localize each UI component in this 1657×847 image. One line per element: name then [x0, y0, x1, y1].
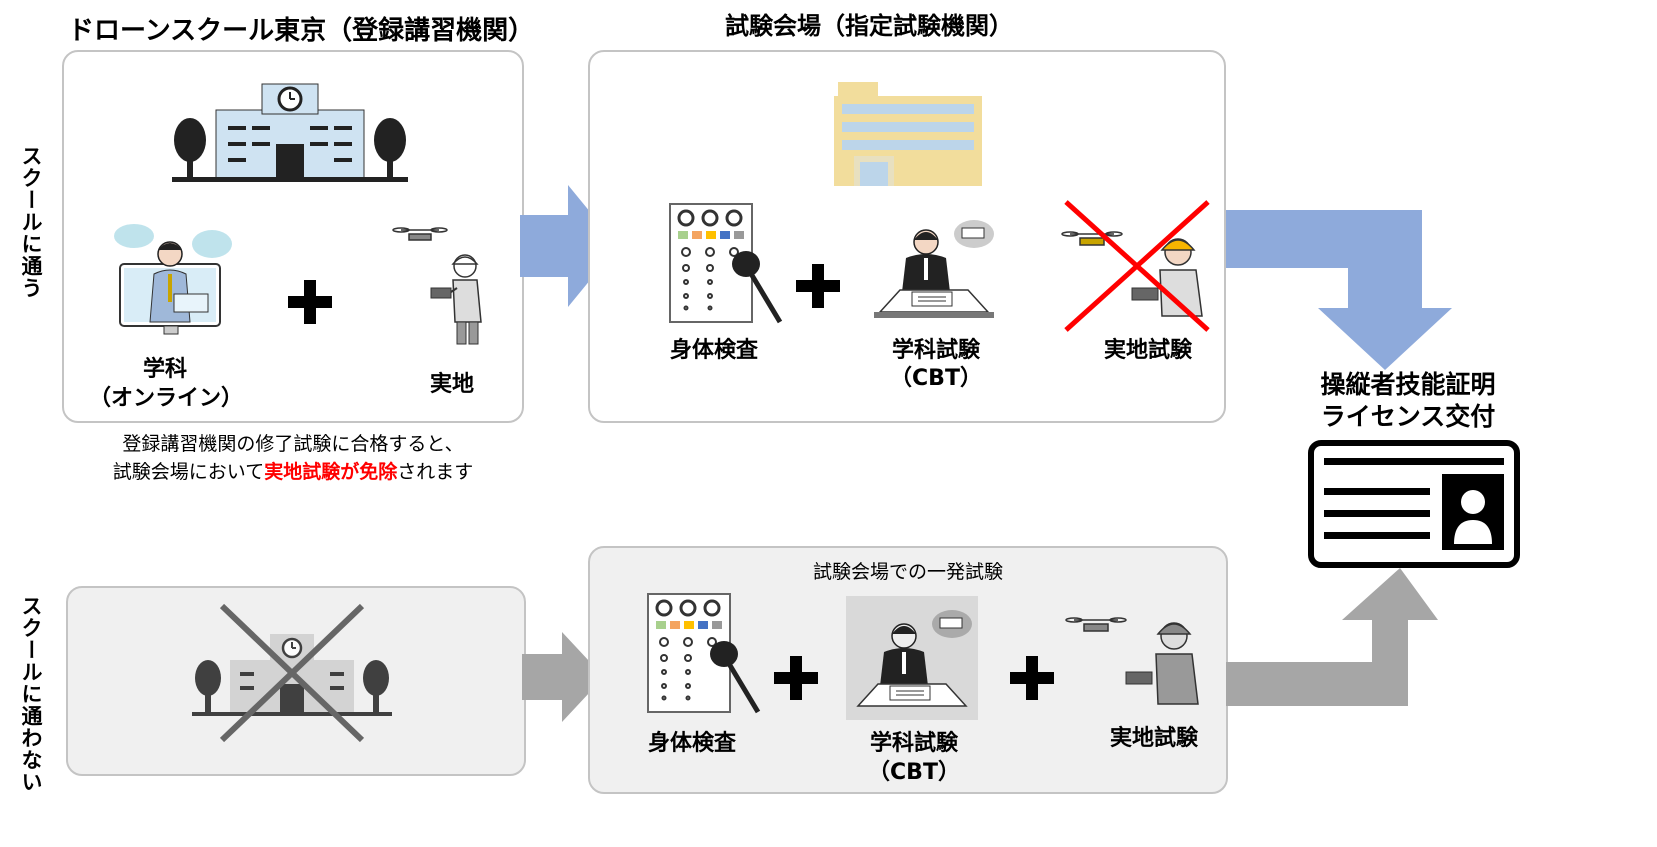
row-label-attend: スクールに通う — [19, 145, 43, 299]
license-card-icon — [1308, 440, 1520, 568]
plus-icon — [1010, 656, 1054, 700]
cbt-exam-icon — [846, 596, 978, 720]
school-online-label: （オンライン） — [88, 386, 243, 411]
school-title: ドローンスクール東京（登録講習機関） — [68, 16, 535, 46]
venue-cbt-label: （CBT） — [890, 366, 982, 391]
venue-shintai-label: 身体検査 — [669, 338, 758, 363]
school-gakka-label: 学科 — [142, 357, 187, 382]
drone-pilot-icon — [392, 227, 482, 345]
drone-pilot-crossed-icon — [1061, 200, 1210, 332]
tree-icon — [174, 118, 206, 178]
tree-icon — [195, 660, 221, 712]
cross-mark-icon — [1064, 200, 1210, 332]
row-label-not-attend: スクールに通わない — [19, 595, 43, 793]
oneshot-cbt-label: （CBT） — [868, 760, 960, 785]
arrow-venue-to-license — [1226, 210, 1452, 370]
oneshot-shintai-label: 身体検査 — [647, 731, 736, 756]
school-building-crossed-icon — [192, 603, 392, 743]
arrow-no-school-to-exam — [522, 632, 604, 722]
school-jitchi-label: 実地 — [429, 372, 474, 397]
exemption-note-post: されます — [397, 461, 474, 483]
arrow-oneshot-to-license — [1226, 568, 1438, 706]
venue-jitchi-label: 実地試験 — [1103, 338, 1192, 363]
clock-icon — [281, 637, 303, 659]
cbt-exam-icon — [874, 220, 994, 318]
exemption-highlight: 実地試験が免除 — [264, 461, 398, 483]
eye-chart-icon — [647, 593, 761, 714]
oneshot-title: 試験会場での一発試験 — [812, 561, 1003, 583]
exemption-note-line2: 試験会場において実地試験が免除されます — [62, 458, 524, 486]
exemption-note-line1: 登録講習機関の修了試験に合格すると、 — [122, 433, 464, 455]
school-building-icon — [172, 83, 408, 182]
office-building-icon — [834, 82, 982, 186]
plus-icon — [796, 264, 840, 308]
exemption-note-pre: 試験会場において — [112, 461, 265, 483]
cross-mark-icon — [219, 603, 365, 743]
clock-icon — [277, 86, 303, 112]
exam-venue-title: 試験会場（指定試験機関） — [725, 12, 1013, 40]
tree-icon — [363, 660, 389, 712]
plus-icon — [288, 280, 332, 324]
license-line2: ライセンス交付 — [1320, 402, 1496, 431]
teacher-monitor-icon — [114, 224, 232, 335]
exemption-note: 登録講習機関の修了試験に合格すると、 試験会場において実地試験が免除されます — [62, 430, 524, 486]
oneshot-gakka-label: 学科試験 — [869, 731, 958, 756]
arrow-school-to-venue — [520, 185, 618, 307]
tree-icon — [374, 118, 406, 178]
drone-pilot-icon — [1065, 617, 1199, 705]
oneshot-jitchi-label: 実地試験 — [1109, 726, 1198, 751]
venue-gakka-label: 学科試験 — [891, 338, 980, 363]
eye-chart-icon — [669, 203, 783, 324]
license-line1: 操縦者技能証明 — [1320, 370, 1496, 399]
plus-icon — [774, 656, 818, 700]
